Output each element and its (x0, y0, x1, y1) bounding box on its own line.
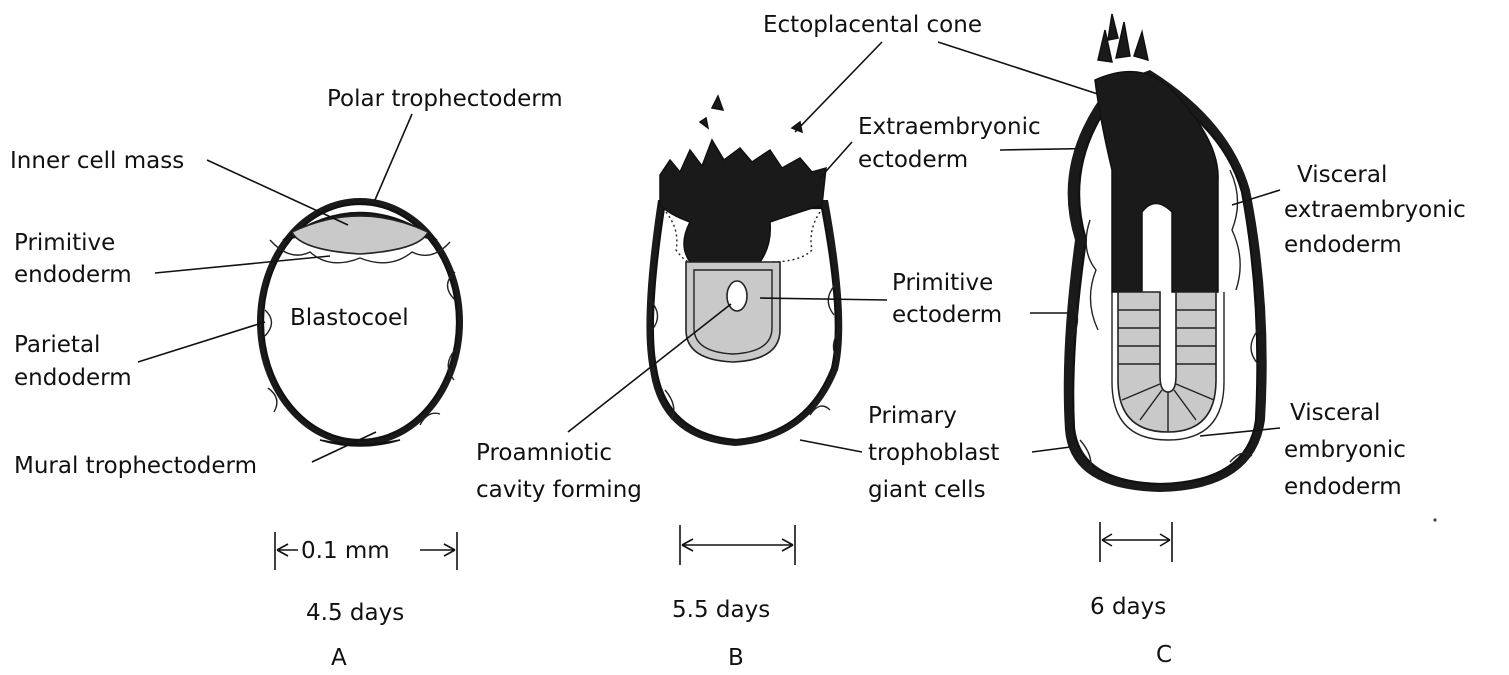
label-visceral-embryonic-3: endoderm (1284, 474, 1402, 500)
label-primary-trophoblast-3: giant cells (868, 477, 986, 503)
label-ectoplacental-cone: Ectoplacental cone (763, 12, 982, 38)
label-primitive-endoderm-2: endoderm (14, 262, 132, 288)
label-blastocoel: Blastocoel (290, 305, 409, 331)
label-polar-trophectoderm: Polar trophectoderm (327, 86, 563, 112)
label-primary-trophoblast-1: Primary (868, 403, 957, 429)
panel-letter-c: C (1156, 642, 1172, 668)
dot-mark (1433, 518, 1436, 521)
label-extraembryonic-1: Extraembryonic (858, 114, 1041, 140)
label-extraembryonic-2: ectoderm (858, 147, 968, 173)
panel-letter-a: A (331, 645, 347, 671)
label-visceral-embryonic-2: embryonic (1284, 437, 1406, 463)
label-primitive-endoderm-1: Primitive (14, 230, 115, 256)
label-mural-trophectoderm: Mural trophectoderm (14, 453, 257, 479)
scale-bar-c (1100, 522, 1172, 562)
label-primitive-ectoderm-2: ectoderm (892, 302, 1002, 328)
panel-c-embryo (1064, 14, 1267, 492)
stage-label-c: 6 days (1090, 594, 1166, 620)
label-visceral-embryonic-1: Visceral (1290, 400, 1380, 426)
scale-label-a: 0.1 mm (301, 538, 390, 564)
label-inner-cell-mass: Inner cell mass (10, 148, 184, 174)
label-primary-trophoblast-2: trophoblast (868, 440, 999, 466)
label-parietal-endoderm-2: endoderm (14, 365, 132, 391)
label-visceral-extraembryonic-3: endoderm (1284, 232, 1402, 258)
label-proamniotic-2: cavity forming (476, 477, 642, 503)
stage-label-a: 4.5 days (306, 600, 404, 626)
stage-label-b: 5.5 days (672, 597, 770, 623)
label-visceral-extraembryonic-2: extraembryonic (1284, 197, 1466, 223)
panel-b-embryo (646, 96, 842, 446)
label-parietal-endoderm-1: Parietal (14, 332, 100, 358)
label-proamniotic-1: Proamniotic (476, 440, 612, 466)
scale-bar-b (680, 525, 795, 565)
label-visceral-extraembryonic-1: Visceral (1297, 162, 1387, 188)
panel-letter-b: B (728, 645, 744, 671)
label-primitive-ectoderm-1: Primitive (892, 270, 993, 296)
